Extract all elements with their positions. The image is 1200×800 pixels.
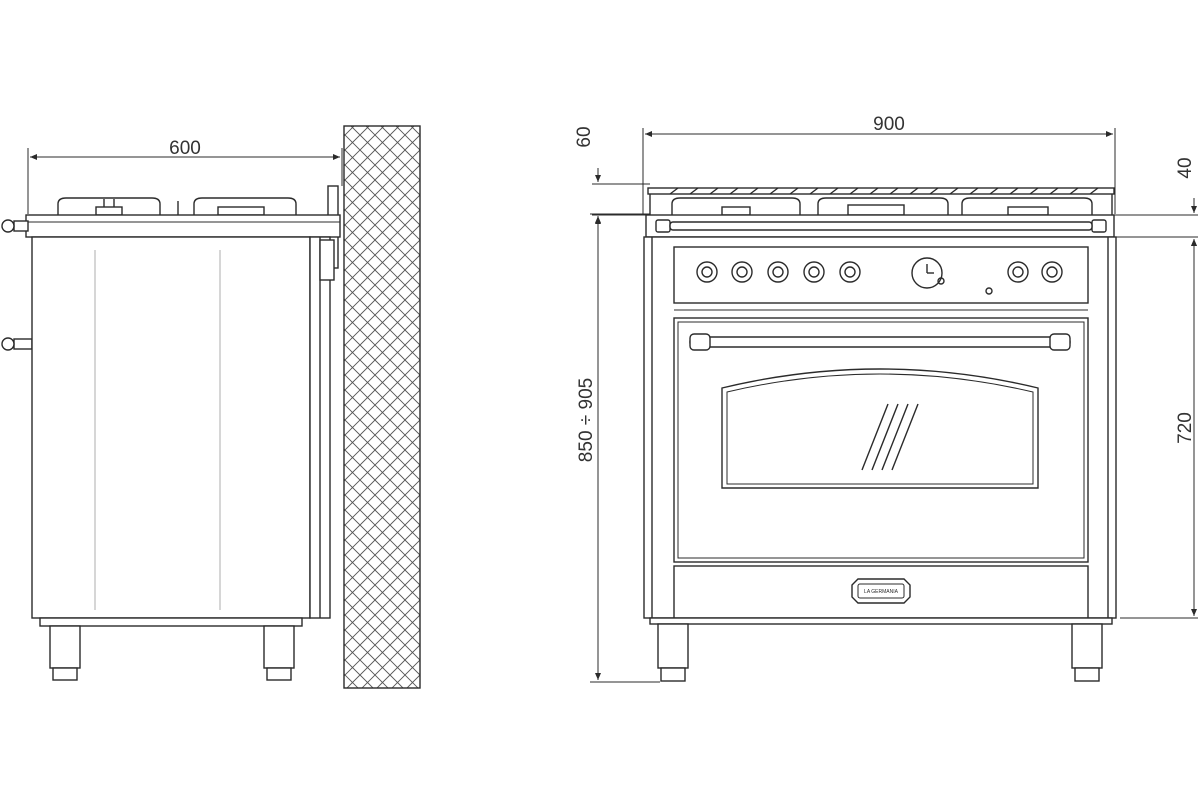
- control-knobs: [696, 261, 1063, 283]
- front-plinth: [649, 617, 1113, 625]
- knob-1[interactable]: [696, 261, 718, 283]
- total-height-dimension: 850 ÷ 905: [576, 213, 660, 683]
- front-leg-right: [1071, 623, 1103, 682]
- side-body: [31, 236, 311, 619]
- front-width-dimension: 900: [642, 114, 1116, 214]
- knob-6[interactable]: [1007, 261, 1029, 283]
- side-depth-dimension: 600: [27, 138, 343, 214]
- oven-window: [721, 368, 1039, 489]
- total-height-label: 850 ÷ 905: [576, 378, 597, 462]
- body-height-dimension: 720: [1120, 239, 1198, 619]
- backguard-label: 40: [1175, 157, 1196, 178]
- oven-door: [673, 317, 1089, 563]
- side-knob-upper: [1, 219, 29, 233]
- front-grates: [647, 187, 1115, 216]
- backguard-dimension: 40: [1110, 157, 1198, 254]
- side-leg-front: [49, 625, 81, 681]
- knob-5[interactable]: [839, 261, 861, 283]
- side-view: 600: [1, 125, 421, 689]
- knob-2[interactable]: [731, 261, 753, 283]
- front-width-label: 900: [873, 114, 905, 135]
- side-leg-rear: [263, 625, 295, 681]
- body-height-label: 720: [1175, 412, 1196, 444]
- side-base: [39, 617, 303, 627]
- side-depth-label: 600: [169, 138, 201, 159]
- oven-door-handle[interactable]: [689, 333, 1071, 351]
- side-burners: [57, 197, 297, 216]
- brand-badge: LA GERMANIA: [851, 578, 911, 604]
- indicator-light-icon: [985, 287, 993, 295]
- brand-badge-text: LA GERMANIA: [864, 589, 899, 595]
- knob-3[interactable]: [767, 261, 789, 283]
- front-leg-left: [657, 623, 689, 682]
- front-view: 900 60 40 850 ÷ 905 7: [574, 114, 1198, 683]
- side-cooktop: [25, 214, 341, 238]
- knob-7[interactable]: [1041, 261, 1063, 283]
- top-rail-dimension: 60: [574, 126, 650, 232]
- knob-4[interactable]: [803, 261, 825, 283]
- wall: [343, 125, 421, 689]
- top-rail-label: 60: [574, 126, 595, 147]
- side-knob-lower: [1, 337, 33, 351]
- clock-icon[interactable]: [911, 257, 945, 289]
